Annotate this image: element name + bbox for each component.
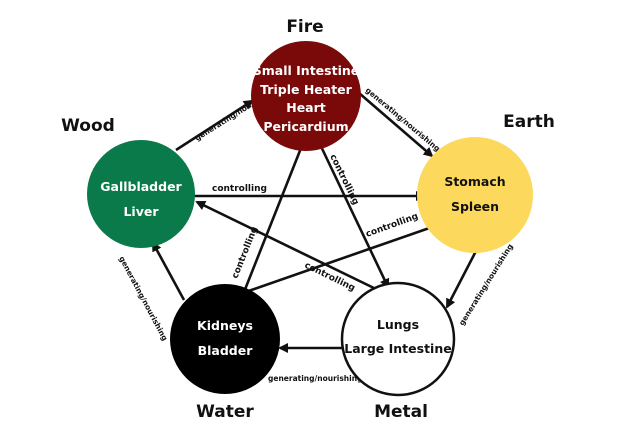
fire-organ-2: Triple Heater — [260, 82, 352, 97]
title-earth: Earth — [503, 112, 555, 132]
arrow-earth-controls-water — [235, 223, 439, 298]
arrow-water-generates-wood — [151, 241, 186, 301]
wood-organ-2: Liver — [123, 204, 159, 219]
element-metal: Lungs Large Intestine — [340, 281, 456, 397]
label-water-fire: controlling — [231, 225, 261, 280]
label-fire-metal: controlling — [327, 153, 360, 207]
arrow-metal-controls-wood — [195, 200, 379, 292]
earth-organ-2: Spleen — [451, 199, 499, 214]
arrow-wood-generates-fire — [175, 99, 254, 152]
wood-organ-1: Gallbladder — [100, 179, 182, 194]
fire-organ-3: Heart — [286, 100, 326, 115]
arrow-water-controls-fire — [242, 136, 307, 293]
element-water: Kidneys Bladder — [170, 284, 280, 394]
water-organ-1: Kidneys — [197, 318, 253, 333]
earth-organ-1: Stomach — [444, 174, 505, 189]
metal-organ-1: Lungs — [377, 317, 419, 332]
water-circle — [170, 284, 280, 394]
label-fire-earth: generating/nourishing — [364, 86, 442, 154]
arrow-fire-controls-metal — [315, 137, 390, 289]
fire-organ-4: Pericardium — [263, 119, 348, 134]
element-wood: Gallbladder Liver — [87, 140, 195, 248]
title-fire: Fire — [286, 17, 323, 37]
wood-circle — [87, 140, 195, 248]
title-metal: Metal — [374, 402, 428, 422]
element-earth: Stomach Spleen — [417, 137, 533, 253]
arrow-earth-generates-metal — [445, 250, 478, 309]
label-metal-water: generating/nourishing — [268, 374, 362, 383]
label-wood-earth: controlling — [212, 184, 267, 194]
fire-organ-1: Small Intestine — [253, 63, 359, 78]
arrow-fire-generates-earth — [358, 92, 434, 158]
title-wood: Wood — [61, 116, 115, 136]
label-water-wood: generating/nourishing — [117, 255, 169, 343]
metal-circle — [340, 281, 456, 397]
water-organ-2: Bladder — [198, 343, 254, 358]
metal-organ-2: Large Intestine — [344, 341, 451, 356]
label-earth-metal: generating/nourishing — [457, 242, 515, 327]
element-fire: Small Intestine Triple Heater Heart Peri… — [251, 41, 361, 151]
fire-circle — [251, 41, 361, 151]
earth-circle — [417, 137, 533, 253]
title-water: Water — [196, 402, 254, 422]
